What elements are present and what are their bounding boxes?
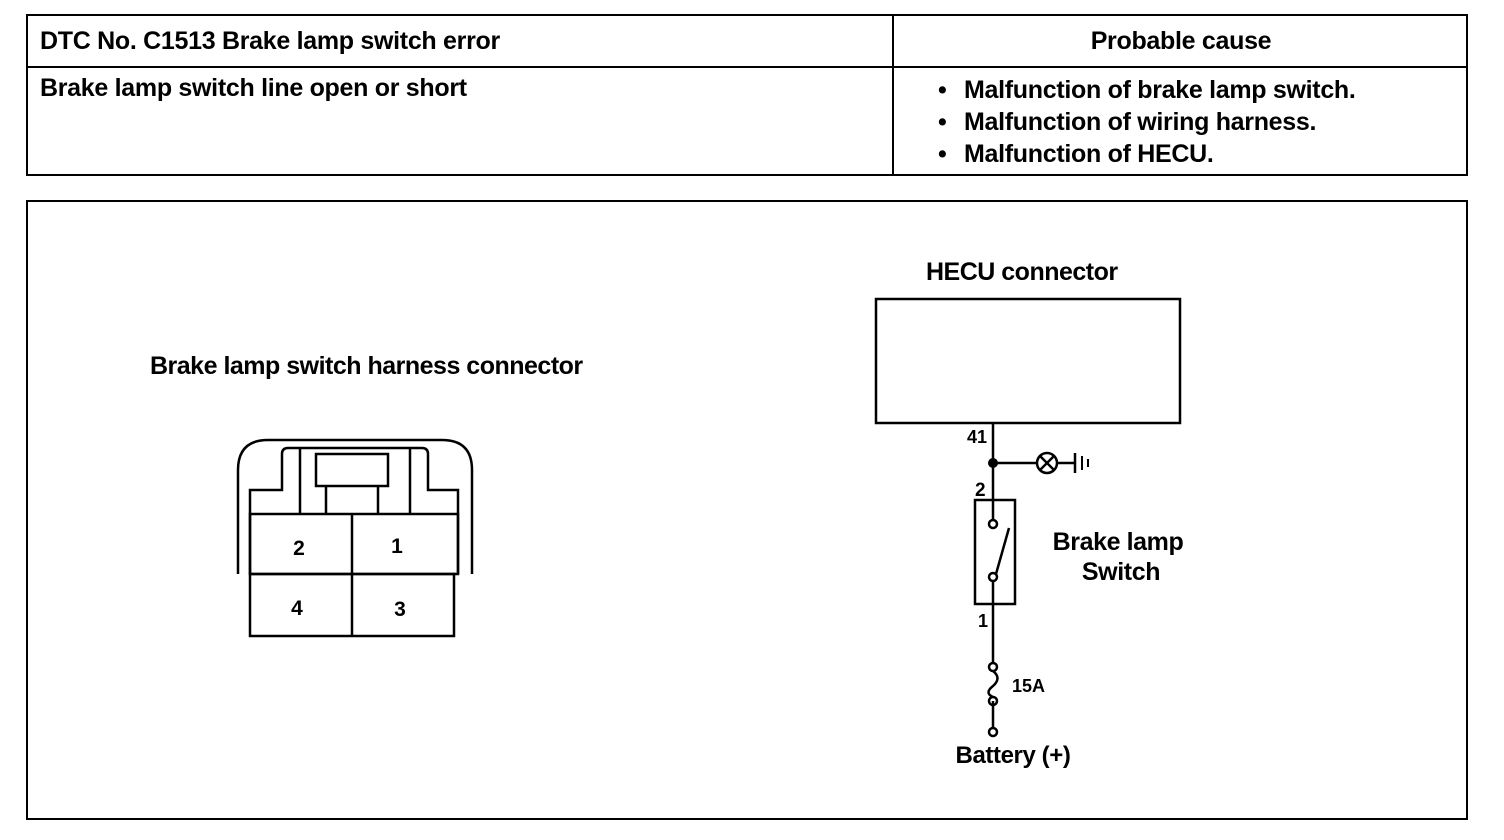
battery-label: Battery (+) bbox=[956, 742, 1071, 769]
hecu-pin-41-label: 41 bbox=[967, 427, 987, 447]
pin-2-label: 2 bbox=[293, 537, 305, 560]
junction-dot bbox=[988, 458, 998, 468]
ground-icon bbox=[1073, 453, 1089, 473]
hecu-connector-box bbox=[874, 297, 1182, 425]
table-column-divider bbox=[892, 16, 894, 174]
list-item: •Malfunction of wiring harness. bbox=[938, 108, 1317, 136]
dtc-title: DTC No. C1513 Brake lamp switch error bbox=[40, 27, 500, 55]
list-item: •Malfunction of HECU. bbox=[938, 140, 1214, 168]
pin-3-label: 3 bbox=[394, 598, 406, 621]
pin-4-label: 4 bbox=[291, 597, 303, 620]
bullet-icon: • bbox=[938, 76, 947, 104]
dtc-table: DTC No. C1513 Brake lamp switch error Pr… bbox=[26, 14, 1468, 176]
switch-pin-2-label: 2 bbox=[975, 480, 986, 501]
wiring-diagram-panel: Brake lamp switch harness connector 2 1 … bbox=[26, 200, 1468, 820]
probable-cause-header: Probable cause bbox=[1090, 27, 1272, 55]
probable-cause-list: •Malfunction of brake lamp switch. •Malf… bbox=[938, 74, 1356, 170]
brake-lamp-switch-icon bbox=[973, 498, 1017, 606]
dtc-condition: Brake lamp switch line open or short bbox=[40, 74, 467, 102]
switch-pin-1-label: 1 bbox=[978, 611, 988, 631]
switch-label-line1: Brake lamp bbox=[1053, 528, 1184, 556]
wiring-diagram: Brake lamp switch harness connector 2 1 … bbox=[150, 258, 1184, 769]
harness-connector-icon bbox=[236, 438, 474, 638]
bullet-icon: • bbox=[938, 140, 947, 168]
bullet-icon: • bbox=[938, 108, 947, 136]
switch-label-line2: Switch bbox=[1082, 558, 1160, 586]
table-row-divider bbox=[28, 66, 1466, 68]
indicator-lamp-icon bbox=[1035, 451, 1059, 475]
list-item: •Malfunction of brake lamp switch. bbox=[938, 76, 1356, 104]
pin-1-label: 1 bbox=[391, 535, 403, 558]
connector-title: Brake lamp switch harness connector bbox=[150, 352, 583, 380]
fuse-rating-label: 15A bbox=[1012, 676, 1045, 696]
hecu-connector-label: HECU connector bbox=[926, 258, 1118, 286]
battery-terminal-icon bbox=[987, 726, 999, 738]
fuse-icon bbox=[987, 661, 999, 707]
